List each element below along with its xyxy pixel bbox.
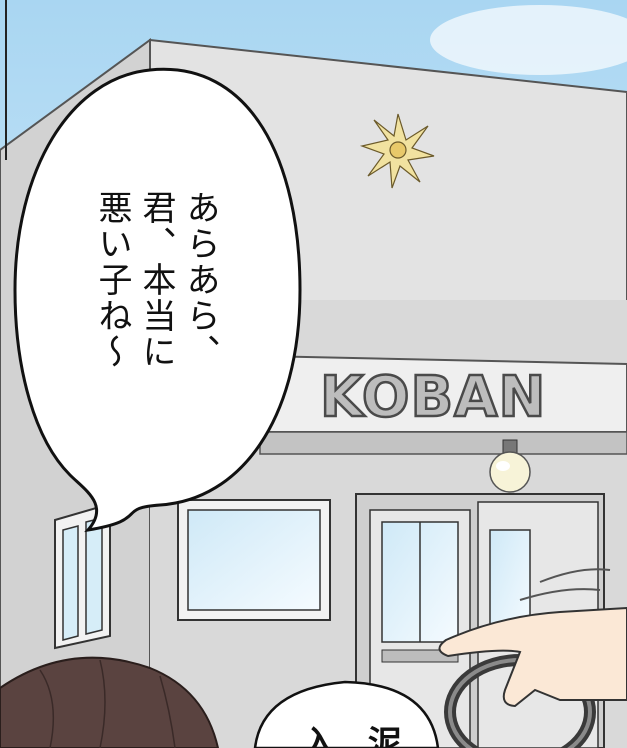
cloud — [430, 5, 627, 75]
front-window — [177, 499, 331, 621]
character-hair — [0, 656, 220, 748]
police-emblem-icon — [359, 113, 435, 189]
hand-with-handcuffs — [438, 606, 627, 748]
lamp-icon — [489, 439, 531, 493]
speech-line-1: あらあら、 — [180, 190, 220, 370]
side-window — [54, 502, 111, 650]
hand — [438, 606, 627, 708]
speech-text: あらあら、 君、本当に 悪い子ね～ — [90, 190, 222, 370]
sfx-bubble — [253, 680, 440, 748]
speech-line-2: 君、本当に — [136, 190, 176, 370]
motion-line — [539, 568, 611, 583]
koban-sign: KOBAN — [319, 364, 547, 432]
sfx-text: 入 泥 — [302, 724, 412, 748]
speech-line-3: 悪い子ね～ — [92, 190, 132, 370]
speech-bubble — [13, 67, 302, 533]
motion-line — [519, 588, 601, 601]
sign-band-underside — [259, 431, 627, 455]
